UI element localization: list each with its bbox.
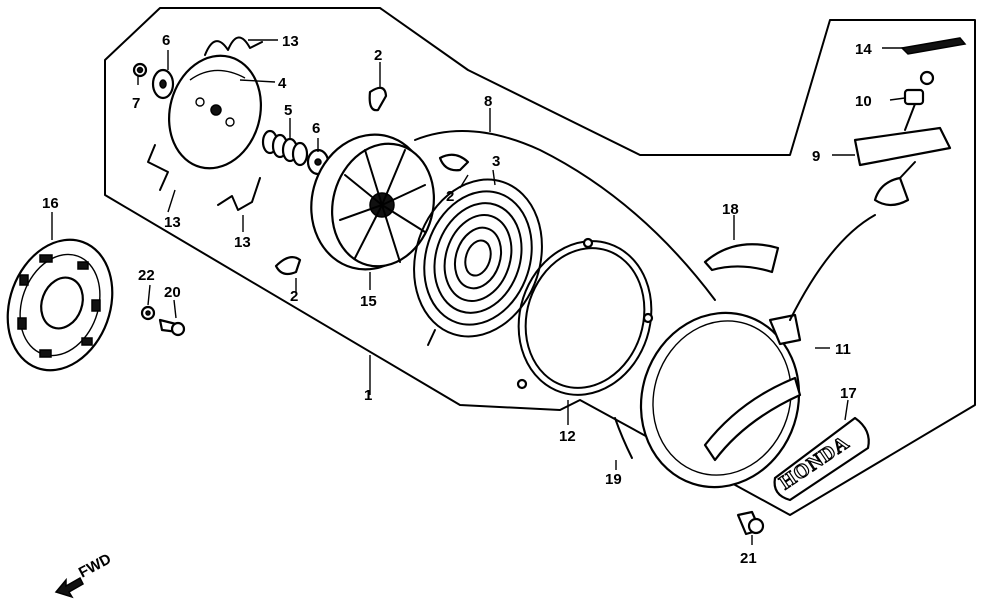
spring-13-mid	[217, 177, 261, 211]
spring-13-left	[147, 144, 169, 191]
callout-21: 21	[740, 550, 757, 567]
callout-19: 19	[605, 471, 622, 488]
pawl-2-mid	[438, 153, 470, 172]
bolt-21	[736, 510, 765, 536]
forward-arrow-icon	[54, 576, 84, 599]
starter-housing	[639, 311, 802, 489]
callout-10: 10	[855, 93, 872, 110]
reel-15	[310, 133, 435, 271]
handle-cap-14	[900, 37, 967, 55]
handle-rope	[789, 214, 876, 321]
callout-18: 18	[722, 201, 739, 218]
callout-labels: 6 7 13 4 5 6 2 8 3 2 13 13 2 15 16 22 20…	[42, 32, 872, 567]
pawl-2-top	[368, 86, 388, 112]
callout-8: 8	[484, 93, 492, 110]
callout-5: 5	[284, 102, 292, 119]
starter-pulley-16	[6, 238, 114, 372]
callout-11: 11	[835, 341, 851, 358]
callout-22: 22	[138, 267, 155, 284]
callout-3: 3	[492, 153, 500, 170]
bolt-22	[140, 305, 156, 321]
ratchet-plate-4	[167, 54, 263, 170]
callout-13-left: 13	[164, 214, 181, 231]
callout-7: 7	[132, 95, 140, 112]
coil-spring-5	[261, 129, 309, 167]
callout-14: 14	[855, 41, 872, 58]
callout-2-top: 2	[374, 47, 382, 64]
callout-2-mid: 2	[446, 188, 454, 205]
callout-15: 15	[360, 293, 377, 310]
callout-16: 16	[42, 195, 59, 212]
recoil-spring-3	[413, 178, 543, 346]
washer-6-top	[151, 68, 175, 100]
callout-13-top: 13	[282, 33, 299, 50]
callout-12: 12	[559, 428, 576, 445]
handle-grip-9	[853, 126, 952, 207]
callout-6-mid: 6	[312, 120, 320, 137]
spring-13-top	[204, 36, 263, 56]
callout-13-mid: 13	[234, 234, 251, 251]
shield-18	[703, 243, 780, 274]
grip-insert-10	[903, 70, 935, 131]
gasket-12	[516, 237, 654, 396]
callout-2-low: 2	[290, 288, 298, 305]
callout-4: 4	[278, 75, 287, 92]
bolt-7	[132, 62, 148, 78]
callout-9: 9	[812, 148, 820, 165]
callout-1: 1	[364, 387, 372, 404]
forward-label: FWD	[76, 550, 114, 581]
callout-6-top: 6	[162, 32, 170, 49]
pawl-2-low	[274, 255, 302, 276]
callout-17: 17	[840, 385, 857, 402]
callout-20: 20	[164, 284, 181, 301]
forward-direction-indicator: FWD	[54, 550, 114, 599]
leader-lines	[51, 39, 906, 545]
seal-19	[614, 417, 633, 459]
assembly-outline	[104, 7, 976, 516]
starter-rope-8	[414, 130, 716, 301]
bolt-20	[158, 318, 186, 337]
